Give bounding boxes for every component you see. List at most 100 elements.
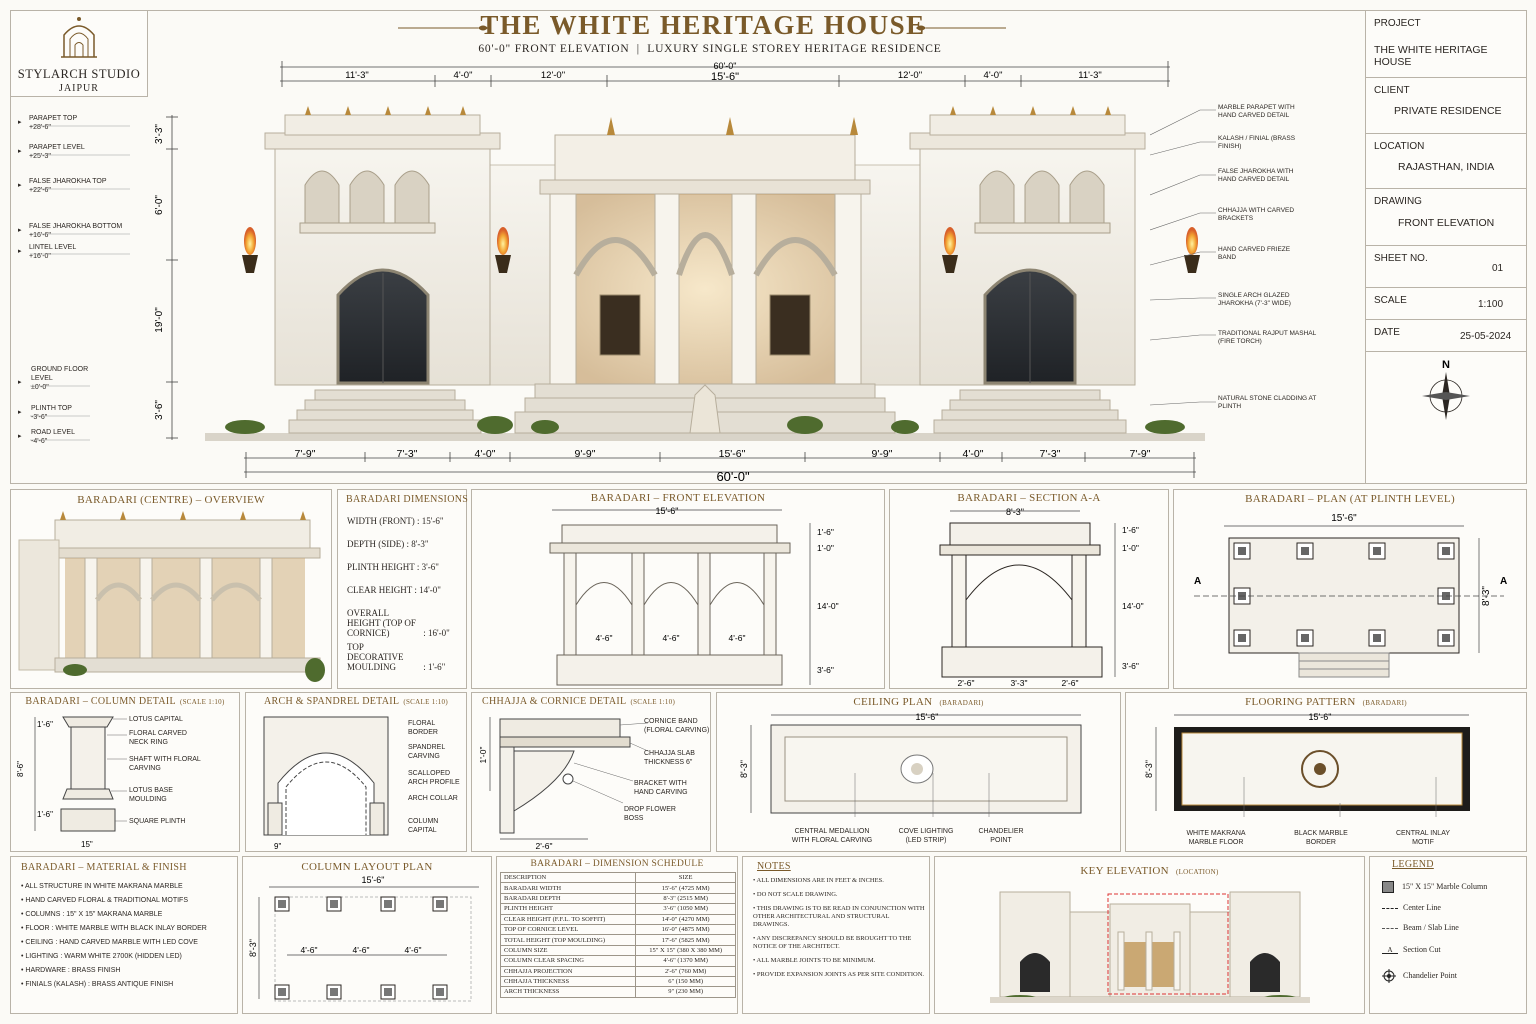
tb-client-label: CLIENT	[1374, 85, 1410, 96]
plan-section-mark-left: A	[1194, 576, 1201, 587]
section-width: 8'-3"	[1006, 507, 1024, 517]
front-elev-width: 15'-6"	[656, 506, 679, 516]
section-h1: 1'-6"	[1122, 525, 1139, 535]
section-aa-panel: BARADARI – SECTION A-A 8'-3" 2'-6" 3'-3"…	[889, 489, 1169, 689]
top-dim-2: 4'-0"	[454, 70, 473, 81]
tb-scale: SCALE 1:100	[1366, 288, 1526, 320]
legend-beam-icon	[1382, 927, 1398, 929]
note-item: • PROVIDE EXPANSION JOINTS AS PER SITE C…	[753, 971, 925, 978]
section-drawing: 8'-3" 2'-6" 3'-3" 2'-6" 1'-6" 1'-0" 14'-…	[939, 507, 1144, 687]
right-wing	[909, 106, 1146, 434]
level-parapet-top: ▸PARAPET TOP+28'-6"	[18, 115, 78, 131]
vdim-plinth: 3'-6"	[154, 400, 165, 420]
overview-title: BARADARI (CENTRE) – OVERVIEW	[77, 494, 265, 506]
front-elev-drawing: 15'-6" 4'-6" 4'-6" 4'-6" 1'-6" 1'-0" 14'…	[549, 506, 839, 686]
ceiling-plan-panel: CEILING PLAN (BARADARI) 15'-6" 8'-3" CEN…	[716, 692, 1121, 852]
notes-title: NOTES	[757, 861, 791, 872]
chhajja-panel: CHHAJJA & CORNICE DETAIL(SCALE 1:10) 1'-…	[471, 692, 711, 852]
note-item: • ANY DISCREPANCY SHOULD BE BROUGHT TO T…	[753, 935, 912, 950]
bottom-dim-1: 7'-9"	[295, 448, 316, 460]
centre-baradari	[514, 117, 896, 434]
column-label-2: FLORAL CARVED NECK RING	[129, 730, 187, 746]
tb-date: DATE 25-05-2024	[1366, 320, 1526, 352]
bottom-dim-9: 7'-9"	[1130, 448, 1151, 460]
tb-location-label: LOCATION	[1374, 141, 1425, 152]
bottom-dim-2: 7'-3"	[397, 448, 418, 460]
bottom-dim-overall: 60'-0"	[716, 469, 750, 482]
column-detail-title: BARADARI – COLUMN DETAIL(SCALE 1:10)	[25, 696, 225, 707]
bottom-dimension-chain: 7'-9" 7'-3" 4'-0" 9'-9" 15'-6" 9'-9" 4'-…	[244, 448, 1196, 482]
page-subtitle: 60'-0" FRONT ELEVATION | LUXURY SINGLE S…	[478, 43, 942, 55]
flooring-panel: FLOORING PATTERN (BARADARI) 15'-6" 8'-3"…	[1125, 692, 1527, 852]
ceiling-width: 15'-6"	[916, 712, 939, 722]
legend-centerline-icon	[1382, 907, 1398, 909]
chhajja-drawing: 1'-0" 2'-6"	[478, 717, 649, 851]
plan-title: BARADARI – PLAN (AT PLINTH LEVEL)	[1245, 493, 1455, 505]
baradari-front-elevation-panel: BARADARI – FRONT ELEVATION 15'-6" 4'-6" …	[471, 489, 885, 689]
dim-row-moulding: TOP DECORATIVE MOULDING : 1'-6"	[347, 642, 446, 672]
top-dim-7: 11'-3"	[1078, 70, 1102, 81]
vdim-wall: 19'-0"	[154, 307, 165, 333]
dim-row-width: WIDTH (FRONT) : 15'-6"	[347, 516, 444, 526]
level-jharokha-bottom: ▸FALSE JHAROKHA BOTTOM+16'-6"	[18, 223, 123, 239]
north-arrow-icon: N	[1422, 359, 1470, 420]
annotation-3: FALSE JHAROKHA WITH HAND CARVED DETAIL	[1218, 168, 1294, 183]
flooring-label-2: BLACK MARBLE BORDER	[1294, 830, 1348, 846]
bottom-dim-5: 15'-6"	[719, 448, 746, 460]
note-item: • THIS DRAWING IS TO BE READ IN CONJUNCT…	[753, 905, 925, 928]
front-elev-span-1: 4'-6"	[596, 633, 613, 643]
tb-date-label: DATE	[1374, 327, 1400, 338]
column-layout-span-3: 4'-6"	[405, 945, 422, 955]
level-plinth-top: ▸PLINTH TOP-3'-6"	[18, 405, 72, 421]
flooring-width: 15'-6"	[1309, 712, 1332, 722]
material-item: • ALL STRUCTURE IN WHITE MAKRANA MARBLE	[21, 883, 183, 890]
bottom-dim-3: 4'-0"	[475, 448, 496, 460]
annotation-6: SINGLE ARCH GLAZED JHAROKHA (7'-3" WIDE)	[1218, 292, 1291, 307]
dim-row-clear: CLEAR HEIGHT : 14'-0"	[347, 585, 441, 595]
column-label-3: SHAFT WITH FLORAL CARVING	[129, 756, 201, 772]
level-ground-floor: ▸GROUND FLOOR LEVEL±0'-0"	[18, 366, 89, 391]
column-dim-capital: 1'-6"	[37, 720, 53, 729]
arch-dim: 9"	[274, 842, 281, 851]
legend-chandelier-icon	[1382, 969, 1396, 983]
ceiling-label-3: CHANDELIER POINT	[978, 828, 1024, 844]
level-leader-lines	[30, 125, 130, 441]
tb-sheet-value: 01	[1492, 263, 1504, 274]
legend-panel: LEGEND 15" X 15" Marble Column Center Li…	[1369, 856, 1527, 1014]
legend-item-column: 15" X 15" Marble Column	[1382, 881, 1487, 893]
tb-project-value: THE WHITE HERITAGE HOUSE	[1374, 44, 1488, 68]
tb-location: LOCATION RAJASTHAN, INDIA	[1366, 134, 1526, 189]
section-h3: 14'-0"	[1122, 601, 1144, 611]
column-dim-width: 15"	[81, 840, 93, 849]
materials-title: BARADARI – MATERIAL & FINISH	[21, 862, 187, 873]
flooring-label-1: WHITE MAKRANA MARBLE FLOOR	[1186, 830, 1246, 846]
arch-label-1: FLORAL BORDER	[408, 720, 438, 736]
annotation-leaders	[1150, 109, 1216, 406]
annotation-1: MARBLE PARAPET WITH HAND CARVED DETAIL	[1218, 104, 1295, 119]
materials-list: • ALL STRUCTURE IN WHITE MAKRANA MARBLE …	[21, 880, 207, 992]
left-wing	[264, 106, 501, 434]
plan-depth: 8'-3"	[1481, 586, 1492, 606]
front-elev-h3: 14'-0"	[817, 601, 839, 611]
tb-scale-value: 1:100	[1478, 299, 1504, 310]
notes-panel: NOTES • ALL DIMENSIONS ARE IN FEET & INC…	[742, 856, 930, 1014]
note-item: • ALL MARBLE JOINTS TO BE MINIMUM.	[753, 957, 876, 964]
overview-panel: BARADARI (CENTRE) – OVERVIEW	[10, 489, 332, 689]
arch-detail-title: ARCH & SPANDREL DETAIL(SCALE 1:10)	[264, 696, 448, 707]
materials-panel: BARADARI – MATERIAL & FINISH • ALL STRUC…	[10, 856, 238, 1014]
legend-column-icon	[1382, 881, 1394, 893]
chhajja-label-2: CHHAJJA SLAB THICKNESS 6"	[644, 750, 695, 766]
annotation-8: NATURAL STONE CLADDING AT PLINTH	[1218, 395, 1317, 410]
annotation-2: KALASH / FINIAL (BRASS FINISH)	[1218, 135, 1296, 150]
arch-detail-panel: ARCH & SPANDREL DETAIL(SCALE 1:10) 9" FL…	[245, 692, 467, 852]
top-dim-3: 12'-0"	[541, 70, 565, 81]
chhajja-title: CHHAJJA & CORNICE DETAIL(SCALE 1:10)	[482, 696, 676, 707]
dim-row-depth: DEPTH (SIDE) : 8'-3"	[347, 539, 429, 549]
section-span-2: 3'-3"	[1011, 678, 1028, 687]
arch-detail-drawing: 9"	[263, 716, 389, 851]
annotation-4: CHHAJJA WITH CARVED BRACKETS	[1218, 207, 1295, 222]
material-item: • COLUMNS : 15" X 15" MAKRANA MARBLE	[21, 911, 163, 918]
